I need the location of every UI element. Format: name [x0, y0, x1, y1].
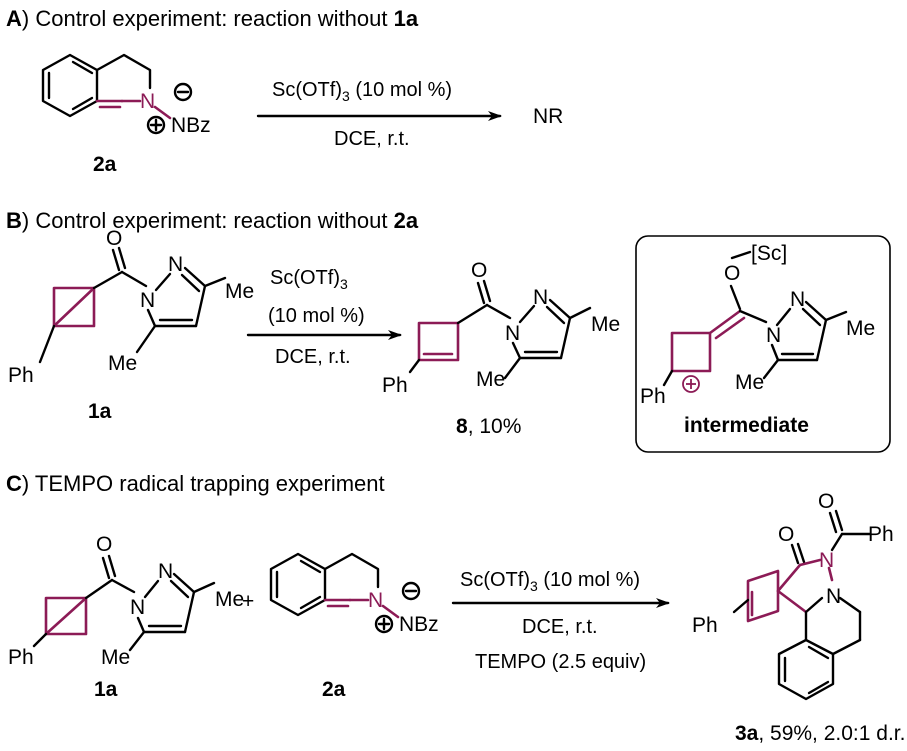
svg-text:N: N — [766, 324, 781, 347]
conditions-b-2: (10 mol %) — [268, 305, 365, 327]
svg-text:Ph: Ph — [8, 364, 34, 387]
svg-text:Me: Me — [215, 588, 244, 611]
svg-text:N: N — [819, 549, 834, 572]
svg-text:N: N — [130, 596, 145, 619]
panel-b: B) Control experiment: reaction without … — [6, 208, 891, 453]
svg-text:N: N — [168, 253, 183, 276]
panel-a: A) Control experiment: reaction without … — [6, 6, 563, 176]
molecule-2a-c: N NBz — [269, 552, 439, 636]
panel-b-header: B) Control experiment: reaction without … — [6, 208, 419, 233]
label-2a-a: 2a — [93, 153, 117, 176]
conditions-a-bottom: DCE, r.t. — [334, 128, 410, 150]
label-3a: 3a, 59%, 2.0:1 d.r. — [735, 722, 905, 745]
svg-text:Me: Me — [735, 371, 764, 394]
molecule-1a-b: Ph O N N Me Me — [8, 227, 254, 387]
conditions-a-top: Sc(OTf)3 (10 mol %) — [272, 79, 452, 104]
svg-text:N: N — [140, 289, 155, 312]
svg-text:N: N — [368, 589, 383, 612]
svg-text:Ph: Ph — [868, 523, 894, 546]
label-2a-c: 2a — [322, 678, 346, 701]
svg-text:O: O — [724, 262, 740, 285]
svg-text:N: N — [533, 286, 548, 309]
conditions-b-3: DCE, r.t. — [275, 346, 351, 368]
svg-text:Ph: Ph — [382, 374, 408, 397]
label-1a-b: 1a — [88, 400, 112, 423]
svg-text:N: N — [158, 560, 173, 583]
plus-sign: + — [242, 590, 254, 613]
svg-text:Ph: Ph — [640, 385, 666, 408]
svg-text:O: O — [96, 533, 112, 556]
svg-text:N: N — [505, 322, 520, 345]
conditions-c-3: TEMPO (2.5 equiv) — [475, 651, 646, 673]
panel-c: C) TEMPO radical trapping experiment Ph … — [6, 471, 905, 745]
intermediate-box — [635, 235, 891, 453]
conditions-c-1: Sc(OTf)3 (10 mol %) — [460, 569, 640, 594]
label-intermediate: intermediate — [684, 414, 809, 437]
svg-text:NBz: NBz — [171, 114, 211, 137]
svg-text:N: N — [790, 288, 805, 311]
svg-text:Me: Me — [101, 646, 130, 669]
svg-text:Ph: Ph — [8, 646, 34, 669]
svg-text:O: O — [106, 227, 122, 250]
conditions-c-2: DCE, r.t. — [522, 616, 598, 638]
svg-text:NBz: NBz — [399, 613, 439, 636]
svg-text:O: O — [778, 523, 794, 546]
svg-text:O: O — [471, 259, 487, 282]
svg-text:Ph: Ph — [692, 614, 718, 637]
molecule-2a-a: N NBz — [41, 53, 211, 137]
label-1a-c: 1a — [94, 678, 118, 701]
svg-text:Me: Me — [476, 368, 505, 391]
product-nr: NR — [533, 105, 563, 128]
svg-text:O: O — [818, 490, 834, 513]
conditions-b-1: Sc(OTf)3 — [270, 267, 348, 292]
molecule-intermediate: [Sc] O N N Me Me Ph — [640, 242, 875, 408]
svg-text:[Sc]: [Sc] — [751, 242, 787, 265]
svg-text:N: N — [140, 90, 155, 113]
panel-a-header: A) Control experiment: reaction without … — [6, 6, 419, 31]
molecule-1a-c: Ph O N N Me Me — [8, 533, 244, 669]
svg-text:N: N — [826, 585, 841, 608]
label-8: 8, 10% — [456, 415, 521, 438]
molecule-8: Ph O N N Me Me — [382, 259, 620, 397]
svg-text:Me: Me — [225, 280, 254, 303]
svg-text:Me: Me — [108, 352, 137, 375]
molecule-3a: Ph O N N O Ph — [692, 490, 894, 701]
svg-text:Me: Me — [591, 313, 620, 336]
svg-text:Me: Me — [846, 317, 875, 340]
panel-c-header: C) TEMPO radical trapping experiment — [6, 471, 385, 496]
